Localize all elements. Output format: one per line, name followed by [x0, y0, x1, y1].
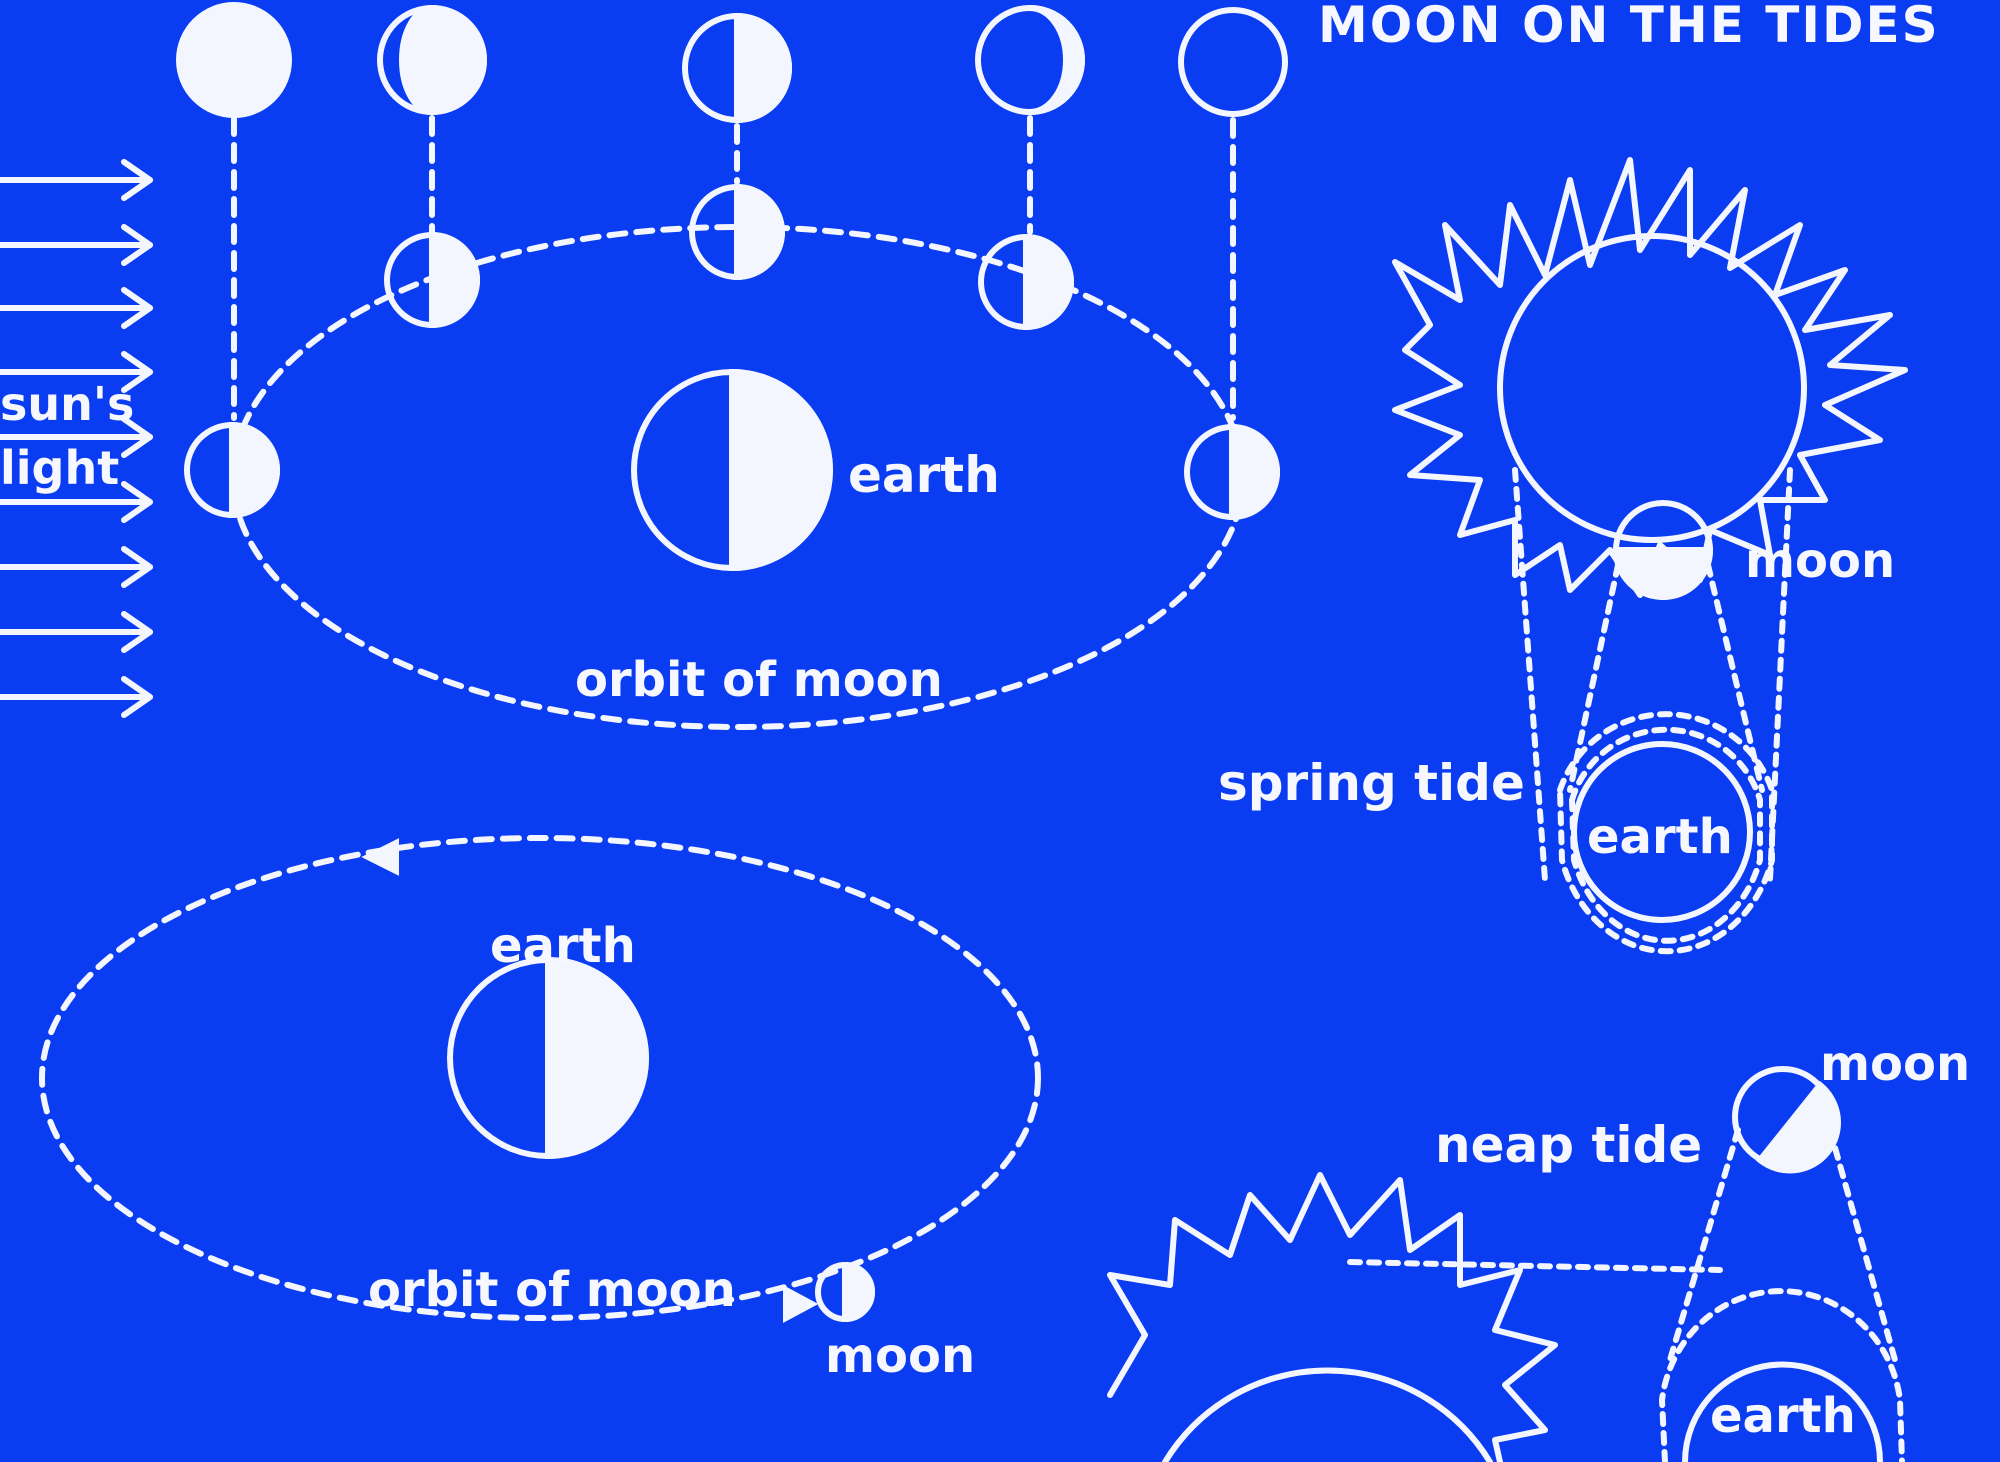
arrow — [0, 611, 153, 653]
tidal-bulge-inner — [1569, 726, 1763, 944]
earth-label: earth — [1710, 1388, 1856, 1444]
moon-label: moon — [1820, 1036, 1970, 1092]
arrow — [0, 481, 153, 523]
arrow — [0, 676, 153, 718]
earth-globe — [1682, 1361, 1883, 1462]
neap-tide-diagram: moon neap tide earth — [1107, 1036, 1970, 1462]
earth-globe — [447, 956, 649, 1160]
neap-tide-label: neap tide — [1435, 1116, 1702, 1174]
alignment-line — [1827, 1127, 1898, 1363]
arrow — [0, 224, 153, 266]
arrow — [0, 287, 153, 329]
phase-last-quarter — [682, 12, 792, 124]
alignment-line — [1512, 467, 1548, 883]
moon-body — [1612, 500, 1714, 600]
spring-tide-diagram: moon earth spring tide — [1218, 157, 1908, 955]
earth-label: earth — [490, 918, 636, 974]
sun-rays — [1392, 157, 1908, 598]
earth-label: earth — [1587, 809, 1733, 865]
moon-body — [1732, 1066, 1841, 1174]
suns-light-label-line2: light — [0, 441, 119, 495]
orbit-moon — [689, 183, 785, 281]
alignment-line — [1347, 1259, 1723, 1273]
orbit-moon — [384, 231, 480, 329]
sun-disc — [1497, 233, 1807, 543]
arrow — [0, 159, 153, 201]
phase-new-moon — [1178, 7, 1288, 117]
tidal-bulge — [1557, 711, 1775, 955]
orbit-direction-arrow — [783, 1284, 819, 1324]
alignment-line — [1767, 467, 1793, 883]
sun-light-arrows: sun's light — [0, 159, 153, 718]
arrow — [0, 546, 153, 588]
tidal-bulge — [1659, 1288, 1905, 1462]
earth-globe — [1571, 741, 1753, 923]
earth-globe — [631, 368, 833, 572]
moon-on-orbit — [815, 1261, 875, 1323]
orbit-moon — [978, 233, 1074, 331]
alignment-line — [1667, 1127, 1741, 1363]
spring-tide-label: spring tide — [1218, 754, 1525, 812]
suns-light-label-line1: sun's — [0, 377, 134, 431]
arrow — [0, 351, 153, 393]
orbit-moon — [1184, 423, 1280, 521]
arrow — [0, 416, 153, 458]
orbit-label: orbit of moon — [368, 1262, 736, 1318]
phase-waning-gibbous — [377, 4, 487, 116]
phase-waning-crescent — [975, 5, 1085, 115]
moon-phases-diagram: earth orbit of moon — [176, 2, 1288, 730]
earth-label: earth — [848, 446, 1000, 504]
orbit-moon — [184, 421, 280, 519]
moon-orbit-diagram: earth orbit of moon moon — [39, 835, 1041, 1384]
moon-label: moon — [825, 1328, 975, 1384]
moon-label: moon — [1745, 533, 1895, 589]
sun-disc — [1162, 1367, 1493, 1462]
orbit-direction-arrow — [361, 838, 399, 876]
moon-orbit-ellipse — [39, 835, 1041, 1321]
sun-rays — [1107, 1172, 1558, 1462]
orbit-label: orbit of moon — [575, 652, 943, 708]
phase-full-moon — [176, 2, 292, 118]
diagram-title: MOON ON THE TIDES — [1318, 0, 1940, 54]
